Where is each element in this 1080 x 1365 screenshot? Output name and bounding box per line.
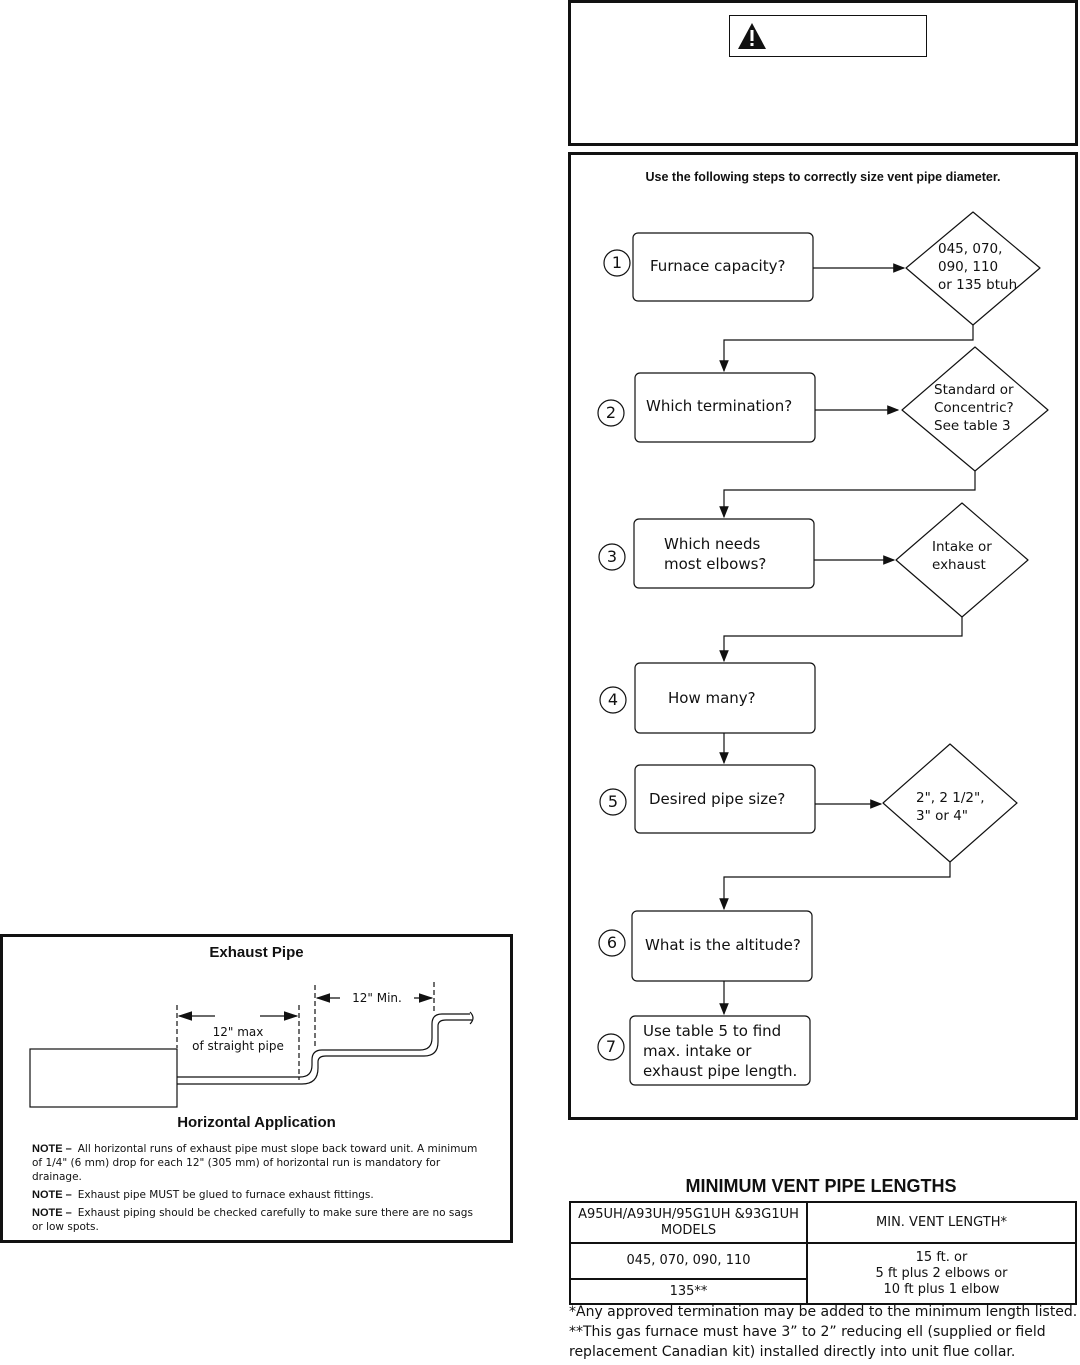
step-2-circle xyxy=(597,399,625,427)
exhaust-figure-frame xyxy=(0,934,513,1243)
models-cell: 045, 070, 090, 110 xyxy=(569,1242,808,1280)
step-2-question: Which termination? xyxy=(646,397,793,415)
step-1-box xyxy=(632,232,814,302)
step-3-circle xyxy=(598,543,626,571)
step-1-question: Furnace capacity? xyxy=(650,257,786,275)
step-5-answer: 2", 2 1/2",3" or 4" xyxy=(916,790,985,824)
step-6-question: What is the altitude? xyxy=(645,936,801,954)
connector-3-4 xyxy=(719,617,963,663)
furnace-box xyxy=(29,1048,178,1108)
flowchart-frame xyxy=(568,152,1078,1120)
table-header-row: A95UH/A93UH/95G1UH &93G1UH MODELS MIN. V… xyxy=(569,1201,1077,1244)
step-1-circle xyxy=(603,249,631,277)
step-5-circle xyxy=(599,788,627,816)
connector-1-2 xyxy=(719,325,974,373)
connector-2-3 xyxy=(719,471,976,519)
vent-table: A95UH/A93UH/95G1UH &93G1UH MODELS MIN. V… xyxy=(569,1201,1077,1305)
warning-box xyxy=(568,0,1078,146)
step-7-number: 7 xyxy=(605,1037,617,1056)
step-2-box xyxy=(634,372,816,443)
exhaust-figure-subtitle: Horizontal Application xyxy=(177,1114,336,1131)
footnote-2: **This gas furnace must have 3” to 2” re… xyxy=(569,1324,1046,1340)
step-5-number: 5 xyxy=(607,792,619,811)
step-7-circle xyxy=(597,1033,625,1061)
step-5-box xyxy=(634,764,816,834)
step-3-box xyxy=(633,518,815,589)
step-6-number: 6 xyxy=(606,933,618,952)
flowchart-title: Use the following steps to correctly siz… xyxy=(645,170,1001,184)
step-4-box xyxy=(634,662,816,734)
warning-header xyxy=(729,15,927,57)
dimension-min-label: 12" Min. xyxy=(352,991,402,1005)
models-cell: 135** xyxy=(569,1278,808,1305)
exhaust-figure-title: Exhaust Pipe xyxy=(209,944,304,961)
connector-5-6 xyxy=(719,862,951,911)
note-3: NOTE –Exhaust piping should be checked c… xyxy=(32,1207,473,1233)
step-3-number: 3 xyxy=(606,547,618,566)
step-4-circle xyxy=(599,686,627,714)
footnote-3: replacement Canadian kit) installed dire… xyxy=(569,1344,1016,1360)
header-models: A95UH/A93UH/95G1UH &93G1UH MODELS xyxy=(569,1201,808,1244)
step-6-box xyxy=(631,910,813,982)
step-2-number: 2 xyxy=(605,403,617,422)
note-1: NOTE –All horizontal runs of exhaust pip… xyxy=(32,1143,478,1183)
step-7-box xyxy=(629,1015,811,1086)
step-4-question: How many? xyxy=(668,689,756,707)
step-4-number: 4 xyxy=(607,690,619,709)
warning-triangle-icon xyxy=(738,23,766,49)
exhaust-pipe xyxy=(177,1013,472,1085)
note-2: NOTE –Exhaust pipe MUST be glued to furn… xyxy=(32,1189,374,1201)
step-1-number: 1 xyxy=(611,253,623,272)
footnote-1: *Any approved termination may be added t… xyxy=(569,1304,1078,1320)
step-5-question: Desired pipe size? xyxy=(649,790,786,808)
header-min-length: MIN. VENT LENGTH* xyxy=(806,1201,1077,1244)
table-row: 135** xyxy=(569,1278,1076,1305)
step-6-circle xyxy=(598,929,626,957)
exhaust-pipe-diagram xyxy=(29,982,474,1108)
vent-table-title: MINIMUM VENT PIPE LENGTHS xyxy=(685,1176,957,1196)
